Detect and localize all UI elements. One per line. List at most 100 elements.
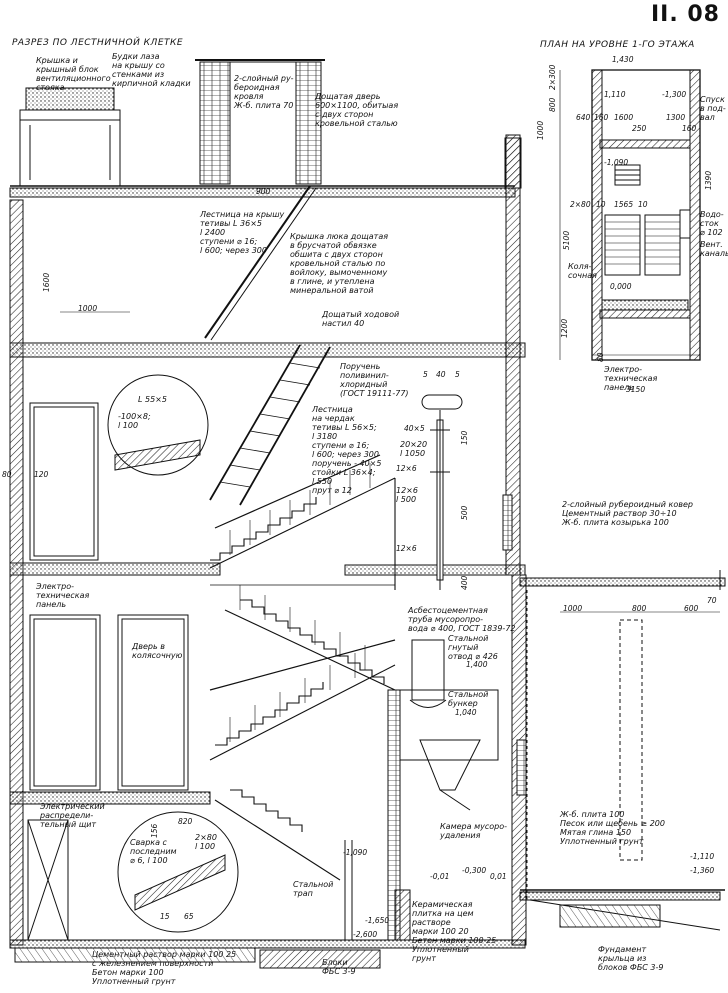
- door-stroller: [117, 614, 189, 791]
- attic-ladder: [209, 344, 301, 501]
- label-foundation: Фундамент крыльца из блоков ФБС 3-9: [598, 945, 664, 972]
- dim-15: 15: [160, 912, 170, 921]
- dim-500: 500: [460, 505, 469, 520]
- elev-0010: -0,01: [430, 872, 450, 881]
- plan-dim-1300: -1,300: [662, 90, 687, 99]
- plan-dim-10b: 10: [638, 200, 648, 209]
- plan-dim-1110: 1,110: [604, 90, 626, 99]
- plan-dim-1390: 1390: [704, 170, 713, 190]
- label-electro-panel: Электро- техническая панель: [36, 582, 90, 609]
- elev-1650: -1,650: [365, 916, 390, 925]
- dim-40: 40: [436, 370, 446, 379]
- label-hatch-cover: Крышка люка дощатая в брусчатой обвязке …: [290, 232, 389, 295]
- handrail-section: [421, 394, 463, 410]
- plan-dim-160b: 160: [682, 124, 697, 133]
- label-hatch-booth: Будки лаза на крышу со стенками из кирпи…: [112, 52, 191, 88]
- plan-dim-1430: 1,430: [612, 55, 634, 64]
- attic-slab: [9, 342, 526, 358]
- section-title: РАЗРЕЗ ПО ЛЕСТНИЧНОЙ КЛЕТКЕ: [12, 38, 184, 48]
- vent-block: [19, 109, 121, 187]
- label-cement-mortar: Цементный раствор марки 100 25 с железне…: [92, 950, 237, 986]
- label-roof-ladder: Лестница на крышу тетивы L 36×5 l 2400 с…: [200, 210, 285, 255]
- dim-5a: 5: [423, 370, 428, 379]
- dim-canopy-600: 600: [684, 604, 699, 613]
- dim-canopy-800: 800: [632, 604, 647, 613]
- label-detail-angle: L 55×5: [138, 395, 167, 404]
- elev-2600: -2,600: [353, 930, 378, 939]
- floor2-slab: [9, 562, 221, 576]
- plan-title: ПЛАН НА УРОВНЕ 1-ГО ЭТАЖА: [540, 40, 695, 50]
- door-upper: [29, 402, 99, 561]
- lower-flight: [209, 639, 396, 761]
- label-vent-block: Крышка и крышный блок вентиляционного ст…: [36, 56, 111, 92]
- label-steel-ladder: Стальной трап: [293, 880, 334, 898]
- dim-120: 120: [34, 470, 49, 479]
- dim-400: 400: [460, 575, 469, 590]
- label-handrail: Поручень поливинил- хлоридный (ГОСТ 1911…: [340, 362, 409, 398]
- dim-150: 150: [460, 430, 469, 445]
- plan-label-spusk: Спуск в под- вал: [700, 95, 726, 122]
- dim-5b: 5: [455, 370, 460, 379]
- plan-label-stroller: Коля- сочная: [568, 262, 597, 280]
- dim-canopy-70: 70: [707, 596, 717, 605]
- label-detail-plate: -100×8; l 100: [118, 412, 151, 430]
- elev-1090: -1,090: [343, 848, 368, 857]
- elev-0010b: 0,01: [490, 872, 507, 881]
- elev-1360: -1,360: [690, 866, 715, 875]
- ground-flight: [214, 789, 341, 881]
- elev-1110: -1,110: [690, 852, 715, 861]
- dim-1000: 1000: [78, 304, 98, 313]
- label-weld-detail: Сварка с последним ⌀ 6, l 100: [130, 838, 177, 865]
- label-refuse-chamber: Камера мусоро- удаления: [440, 822, 507, 840]
- middle-flight: [210, 584, 396, 691]
- dim-12x6a: 12×6: [396, 464, 417, 473]
- dim-12x6c: 12×6: [396, 544, 417, 553]
- plan-dim-5100: 5100: [562, 230, 571, 250]
- plan-dim-10: 10: [596, 200, 606, 209]
- hatch-booth: [199, 61, 231, 185]
- label-walkway: Дощатый ходовой настил 40: [322, 310, 400, 328]
- plan-dim-1200: 1200: [560, 318, 569, 338]
- roof-ladder: [204, 185, 311, 339]
- plan-dim-2x80: 2×80: [570, 200, 591, 209]
- porch-foundation: [519, 891, 721, 901]
- plan-dim-1565: 1565: [614, 200, 634, 209]
- upper-flight: [209, 454, 396, 590]
- plan-label-electro: Электро- техническая панель: [604, 365, 658, 392]
- dim-2x80b: 2×80 l 100: [195, 833, 217, 851]
- plan-dim-2x300: 2×300: [548, 64, 557, 90]
- plan-label-vent: Вент. каналы: [700, 240, 728, 258]
- dim-1600: 1600: [42, 272, 51, 292]
- section-view: [9, 59, 726, 969]
- door-left-1st: [29, 614, 101, 791]
- plan-dim-640: 640: [576, 113, 591, 122]
- dim-156: 156: [150, 823, 159, 838]
- plan-dim-1600: 1600: [614, 113, 634, 122]
- label-floor-layers: Ж-б. плита 100 Песок или щебень ≥ 200 Мя…: [560, 810, 665, 846]
- electric-board: [27, 819, 69, 941]
- plan-dim-80: 80: [596, 352, 605, 362]
- plan-dim-800: 800: [548, 97, 557, 112]
- label-canopy-roof: 2-слойный рубероидный ковер Цементный ра…: [562, 500, 693, 527]
- label-wood-door: Дощатая дверь 600×1100, обитыая с двух с…: [315, 92, 399, 128]
- dim-80: 80: [2, 470, 12, 479]
- elev-1400: 1,400: [466, 660, 488, 669]
- chute-pipe: [411, 639, 445, 701]
- label-ceramic-tile: Керамическая плитка на цем растворе марк…: [412, 900, 497, 963]
- dim-40x5: 40×5: [404, 424, 425, 433]
- label-steel-bunker: Стальной бункер: [448, 690, 489, 708]
- plan-view: [559, 69, 701, 361]
- plan-dim-1300b: 1300: [666, 113, 686, 122]
- elev-1040: 1,040: [455, 708, 477, 717]
- label-asbestos-pipe: Асбестоцементная труба мусоропро- вода ⌀…: [408, 606, 516, 633]
- detail-circle-1: [107, 374, 209, 476]
- plan-dim-160a: 160: [594, 113, 609, 122]
- dim-65: 65: [184, 912, 194, 921]
- label-roofing: 2-слойный ру- бероидная кровля Ж-б. плит…: [234, 74, 294, 110]
- plan-dim-0000: 0,000: [610, 282, 632, 291]
- dim-12x6b: 12×6 l 500: [396, 486, 418, 504]
- plan-label-vodostok: Водо- сток ⌀ 102: [700, 210, 724, 237]
- dim-900: 900: [256, 187, 271, 196]
